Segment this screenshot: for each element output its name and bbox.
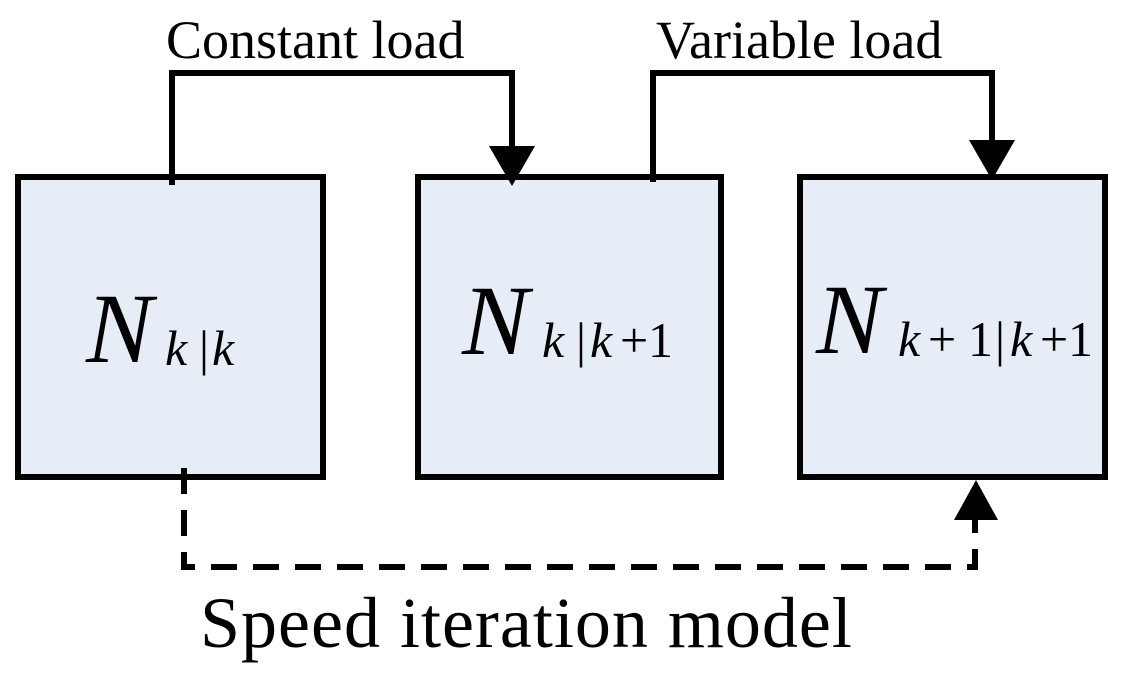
constant-load-arrowhead [489, 146, 535, 186]
sub-one: 1 [648, 312, 673, 368]
variable-load-connector [650, 70, 995, 182]
node-box-n-k-k1 [415, 174, 724, 480]
sub-plus: + [620, 312, 648, 368]
constant-load-connector [169, 70, 515, 185]
node-main-symbol: N [85, 273, 158, 384]
sub-one: 1 [1068, 311, 1093, 367]
sub-bar: | [995, 311, 1005, 367]
node-subscript: k + 1 | k + 1 [898, 311, 1093, 367]
sub-k: k [542, 312, 565, 368]
sub-k: k [590, 312, 613, 368]
node-subscript: k | k + 1 [542, 312, 673, 368]
sub-k: k [165, 320, 188, 376]
node-box-n-k1-k1 [797, 174, 1108, 480]
node-label-n-k1-k1: N k + 1 | k + 1 [815, 264, 1093, 375]
node-main-symbol: N [461, 265, 534, 376]
node-box-n-k-k [15, 174, 326, 480]
sub-bar: | [199, 320, 209, 376]
sub-k: k [1010, 311, 1033, 367]
variable-load-arrowhead [969, 140, 1015, 180]
speed-iteration-connector [181, 468, 978, 570]
node-label-n-k-k: N k | k [85, 273, 235, 384]
sub-plus: + [928, 311, 956, 367]
node-subscript: k | k [165, 320, 235, 376]
sub-one: 1 [968, 311, 993, 367]
sub-plus: + [1040, 311, 1068, 367]
speed-iteration-arrowhead [954, 480, 998, 520]
variable-load-label: Variable load [656, 10, 942, 70]
sub-k: k [898, 311, 921, 367]
speed-iteration-label: Speed iteration model [200, 583, 853, 663]
node-label-n-k-k1: N k | k + 1 [461, 265, 673, 376]
node-main-symbol: N [815, 264, 888, 375]
constant-load-label: Constant load [166, 10, 464, 70]
sub-k: k [212, 320, 235, 376]
sub-bar: | [576, 312, 586, 368]
